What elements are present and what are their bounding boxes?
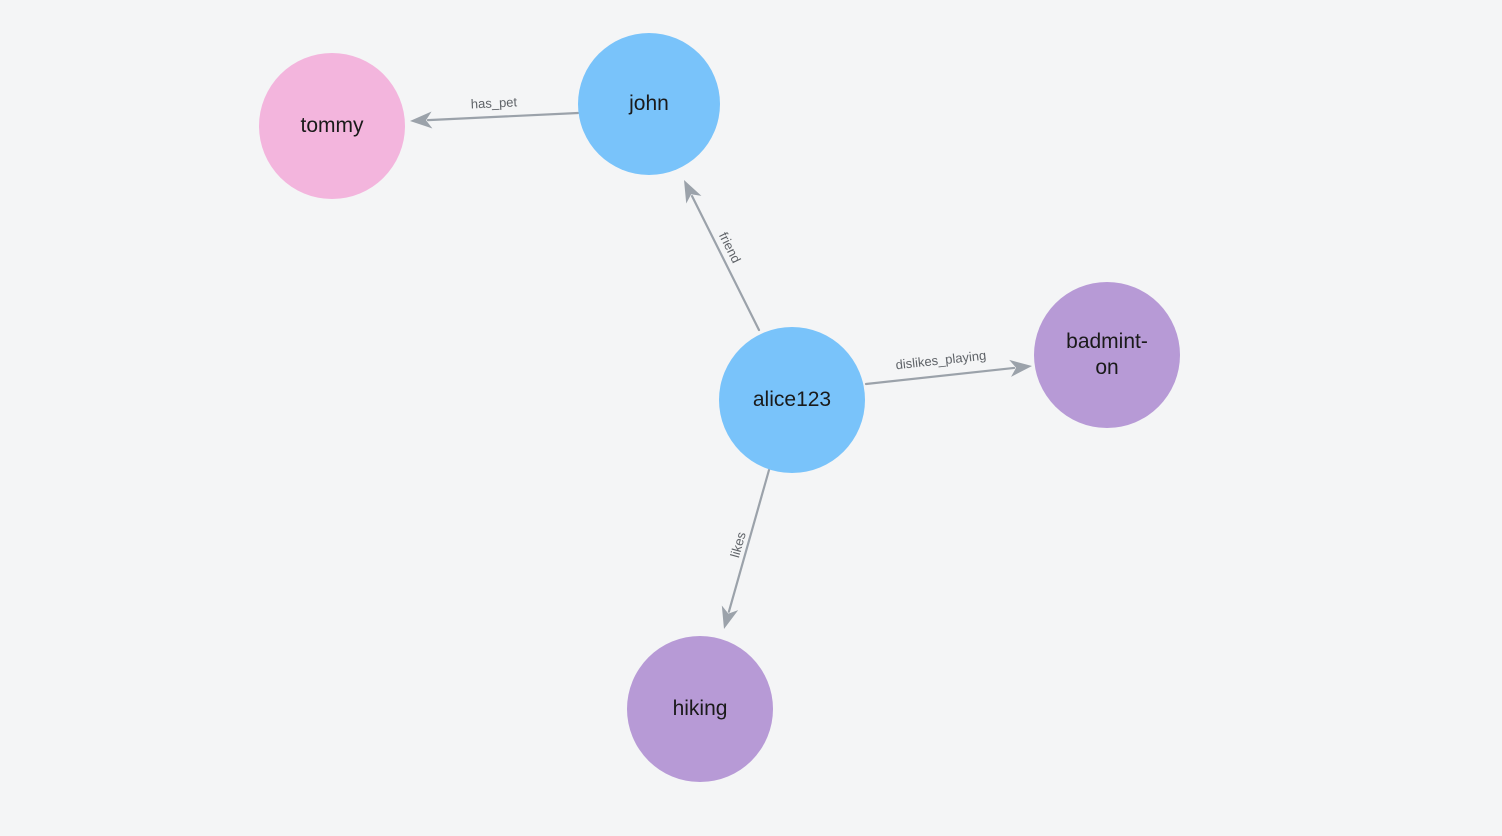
graph-edge[interactable] xyxy=(721,468,771,629)
edge-arrowhead xyxy=(1009,359,1032,377)
edge-arrowhead xyxy=(721,605,739,629)
nodes-layer: tommy john alice123 badmint-on hiking xyxy=(259,33,1180,782)
edge-arrowhead xyxy=(684,180,702,204)
edge-label: dislikes_playing xyxy=(895,348,987,373)
graph-edge[interactable] xyxy=(410,111,580,129)
edge-line xyxy=(727,468,771,613)
node-circle[interactable] xyxy=(719,327,865,473)
graph-node-badminton[interactable]: badmint-on xyxy=(1034,282,1180,428)
edge-line xyxy=(864,366,1016,386)
edges-layer xyxy=(410,111,1032,629)
graph-edge[interactable] xyxy=(684,180,761,332)
graph-node-hiking[interactable]: hiking xyxy=(627,636,773,782)
edge-label: friend xyxy=(716,230,744,266)
node-circle[interactable] xyxy=(627,636,773,782)
node-circle[interactable] xyxy=(578,33,720,175)
node-circle[interactable] xyxy=(259,53,405,199)
graph-node-tommy[interactable]: tommy xyxy=(259,53,405,199)
edge-arrowhead xyxy=(410,111,433,129)
edge-line xyxy=(690,194,761,332)
edge-label: has_pet xyxy=(470,94,517,111)
node-circle[interactable] xyxy=(1034,282,1180,428)
graph-node-alice123[interactable]: alice123 xyxy=(719,327,865,473)
graph-edge[interactable] xyxy=(864,359,1032,386)
edge-line xyxy=(426,111,580,122)
graph-node-john[interactable]: john xyxy=(578,33,720,175)
